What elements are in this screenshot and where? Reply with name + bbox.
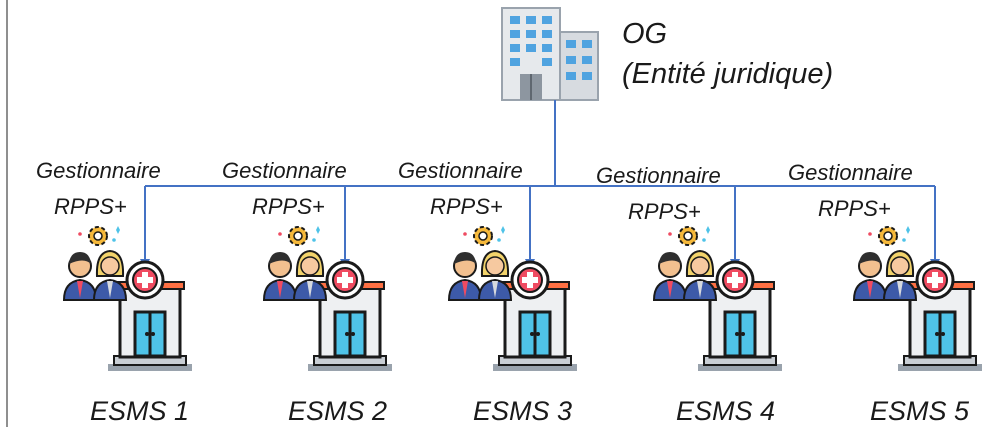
og-label: OG — [622, 18, 668, 50]
managers-icon-5 — [853, 225, 917, 301]
left-border-line — [6, 0, 8, 427]
managers-icon-4 — [653, 225, 717, 301]
managers-icon-3 — [448, 225, 512, 301]
unit-5-role: Gestionnaire — [788, 160, 913, 185]
unit-4-name: ESMS 4 — [676, 396, 776, 426]
unit-3-rpps: RPPS+ — [430, 194, 503, 219]
facility-icon-5 — [896, 260, 984, 373]
unit-3-role: Gestionnaire — [398, 158, 523, 183]
unit-1-rpps: RPPS+ — [54, 194, 127, 219]
unit-1-name: ESMS 1 — [90, 396, 190, 426]
facility-icon-4 — [696, 260, 784, 373]
facility-icon-1 — [106, 260, 194, 373]
unit-4-role: Gestionnaire — [596, 163, 721, 188]
unit-2-rpps: RPPS+ — [252, 194, 325, 219]
unit-3-name: ESMS 3 — [473, 396, 573, 426]
office-building-icon — [501, 7, 599, 101]
unit-5-rpps: RPPS+ — [818, 196, 891, 221]
unit-2-name: ESMS 2 — [288, 396, 388, 426]
managers-icon-1 — [63, 225, 127, 301]
unit-1-role: Gestionnaire — [36, 158, 161, 183]
connector-lines — [140, 100, 940, 269]
unit-4-rpps: RPPS+ — [628, 199, 701, 224]
facility-icon-3 — [491, 260, 579, 373]
unit-2-role: Gestionnaire — [222, 158, 347, 183]
managers-icon-2 — [263, 225, 327, 301]
og-sublabel: (Entité juridique) — [622, 58, 834, 90]
unit-5-name: ESMS 5 — [870, 396, 970, 426]
facility-icon-2 — [306, 260, 394, 373]
